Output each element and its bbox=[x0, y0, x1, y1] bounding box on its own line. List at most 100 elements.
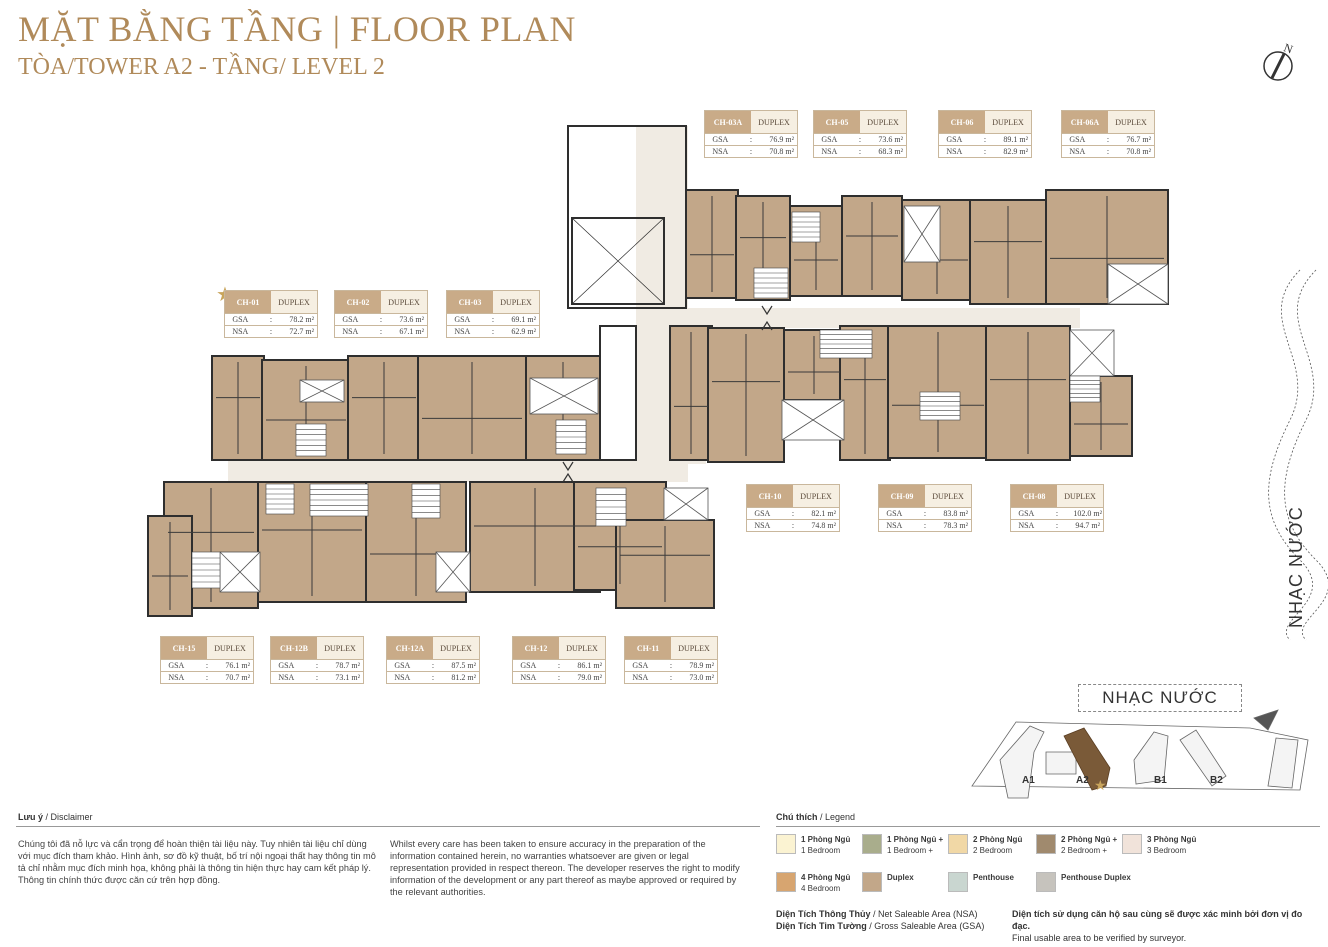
gsa-label: GSA bbox=[278, 661, 295, 670]
unit-code: CH-01 bbox=[225, 291, 271, 313]
separator: : bbox=[1106, 135, 1110, 144]
gsa-label: GSA bbox=[1069, 135, 1086, 144]
legend-label-vi: Penthouse Duplex bbox=[1061, 873, 1131, 882]
separator: : bbox=[315, 673, 319, 682]
gsa-value: 83.8 m² bbox=[943, 509, 968, 518]
separator: : bbox=[269, 315, 273, 324]
unit-code: CH-06 bbox=[939, 111, 985, 133]
stairs bbox=[191, 211, 1101, 589]
unit-code: CH-05 bbox=[814, 111, 860, 133]
legend-label-vi: 2 Phòng Ngủ + bbox=[1061, 835, 1118, 844]
separator: : bbox=[379, 327, 383, 336]
separator: : bbox=[1055, 521, 1059, 530]
separator: : bbox=[431, 661, 435, 670]
separator: : bbox=[491, 315, 495, 324]
legend-label-en: 3 Bedroom bbox=[1147, 846, 1187, 855]
legend-swatch bbox=[862, 872, 882, 892]
separator: : bbox=[858, 135, 862, 144]
unit-type: DUPLEX bbox=[751, 111, 797, 133]
legend-label-vi: 3 Phòng Ngủ bbox=[1147, 835, 1197, 844]
separator: : bbox=[749, 147, 753, 156]
gsa-label: GSA bbox=[886, 509, 903, 518]
nsa-label: NSA bbox=[454, 327, 471, 336]
separator: : bbox=[431, 673, 435, 682]
legend-swatch bbox=[1122, 834, 1142, 854]
unit-type: DUPLEX bbox=[559, 637, 605, 659]
gsa-label: GSA bbox=[520, 661, 537, 670]
tower-label-a1: A1 bbox=[1022, 775, 1035, 786]
unit-type: DUPLEX bbox=[433, 637, 479, 659]
gsa-value: 76.9 m² bbox=[769, 135, 794, 144]
unit-code: CH-10 bbox=[747, 485, 793, 507]
legend-label-vi: 1 Phòng Ngủ bbox=[801, 835, 851, 844]
entry-arrows bbox=[562, 305, 773, 483]
nsa-label: NSA bbox=[342, 327, 359, 336]
nsa-label: NSA bbox=[946, 147, 963, 156]
gsa-label: GSA bbox=[1018, 509, 1035, 518]
gsa-label: GSA bbox=[394, 661, 411, 670]
gsa-label: GSA bbox=[632, 661, 649, 670]
tower-label-b2: B2 bbox=[1210, 775, 1223, 786]
separator: : bbox=[923, 509, 927, 518]
separator: : bbox=[858, 147, 862, 156]
separator: : bbox=[205, 661, 209, 670]
legend-label-vi: 1 Phòng Ngủ + bbox=[887, 835, 944, 844]
gsa-value: 78.2 m² bbox=[289, 315, 314, 324]
nsa-label: NSA bbox=[754, 521, 771, 530]
unit-type: DUPLEX bbox=[271, 291, 317, 313]
unit-type: DUPLEX bbox=[493, 291, 539, 313]
nsa-value: 73.1 m² bbox=[335, 673, 360, 682]
gsa-label: GSA bbox=[342, 315, 359, 324]
gsa-label: GSA bbox=[232, 315, 249, 324]
floor-plan: A1 A2 B1 B2 ★ bbox=[147, 125, 1328, 799]
nsa-label: NSA bbox=[1018, 521, 1035, 530]
gsa-label: GSA bbox=[168, 661, 185, 670]
separator: : bbox=[669, 673, 673, 682]
separator: : bbox=[557, 673, 561, 682]
gsa-value: 76.7 m² bbox=[1126, 135, 1151, 144]
water-feature bbox=[1268, 269, 1328, 641]
nsa-label: NSA bbox=[232, 327, 249, 336]
nsa-value: 94.7 m² bbox=[1075, 521, 1100, 530]
separator: : bbox=[379, 315, 383, 324]
nsa-value: 68.3 m² bbox=[878, 147, 903, 156]
nsa-value: 82.9 m² bbox=[1003, 147, 1028, 156]
legend-swatch bbox=[862, 834, 882, 854]
separator: : bbox=[791, 509, 795, 518]
nsa-value: 81.2 m² bbox=[451, 673, 476, 682]
legend-swatch bbox=[776, 834, 796, 854]
unit-type: DUPLEX bbox=[985, 111, 1031, 133]
unit-code: CH-03A bbox=[705, 111, 751, 133]
legend-label-vi: 4 Phòng Ngủ bbox=[801, 873, 851, 882]
legend-item: 3 Phòng Ngủ 3 Bedroom bbox=[1122, 834, 1196, 856]
separator: : bbox=[791, 521, 795, 530]
gsa-value: 82.1 m² bbox=[811, 509, 836, 518]
gsa-value: 102.0 m² bbox=[1073, 509, 1102, 518]
nsa-value: 78.3 m² bbox=[943, 521, 968, 530]
nsa-value: 73.0 m² bbox=[689, 673, 714, 682]
unit-code: CH-06A bbox=[1062, 111, 1108, 133]
gsa-value: 73.6 m² bbox=[878, 135, 903, 144]
separator: : bbox=[749, 135, 753, 144]
unit-type: DUPLEX bbox=[381, 291, 427, 313]
nhac-nuoc-key-label: NHẠC NƯỚC bbox=[1078, 684, 1242, 712]
divider bbox=[776, 826, 1320, 827]
unit-type: DUPLEX bbox=[925, 485, 971, 507]
gsa-value: 87.5 m² bbox=[451, 661, 476, 670]
gsa-value: 76.1 m² bbox=[225, 661, 250, 670]
gsa-value: 73.6 m² bbox=[399, 315, 424, 324]
nsa-value: 62.9 m² bbox=[511, 327, 536, 336]
nsa-value: 74.8 m² bbox=[811, 521, 836, 530]
disclaimer-title: Lưu ý / Disclaimer bbox=[18, 812, 93, 822]
nhac-nuoc-side-label: NHẠC NƯỚC bbox=[1286, 506, 1306, 628]
separator: : bbox=[983, 135, 987, 144]
gsa-label: GSA bbox=[712, 135, 729, 144]
nsa-label: NSA bbox=[520, 673, 537, 682]
legend-item: Penthouse Duplex bbox=[1036, 872, 1131, 892]
